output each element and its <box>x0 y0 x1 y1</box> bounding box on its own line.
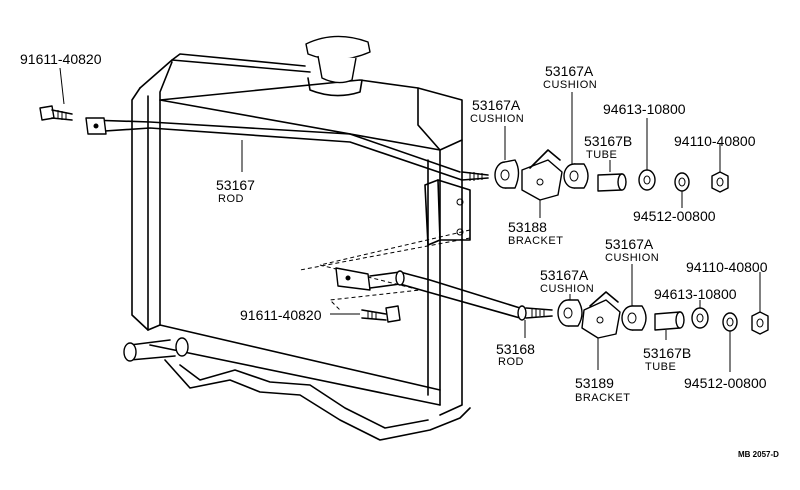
tube-bottom-number: 53167B <box>643 345 691 361</box>
washer-bottom-part <box>722 312 738 332</box>
cushion-b1-number: 53167A <box>540 267 589 283</box>
bolt-top <box>39 67 73 121</box>
bracket-bottom-number: 53189 <box>575 375 614 391</box>
bracket-top-number: 53188 <box>508 219 547 235</box>
bolt-mid-number: 91611-40820 <box>240 307 322 323</box>
bracket-top-name: BRACKET <box>508 235 563 247</box>
tube-top-number: 53167B <box>584 133 632 149</box>
washer-top-number: 94512-00800 <box>633 208 716 224</box>
washer-bottom-number: 94512-00800 <box>684 375 767 391</box>
rod-top <box>85 117 489 181</box>
rod-top-name: ROD <box>218 193 244 205</box>
nut-bottom-part <box>751 311 769 335</box>
radiator-cap <box>305 35 371 97</box>
cushion-a2-number: 53167A <box>545 63 594 79</box>
cushion-a1-name: CUSHION <box>470 113 524 125</box>
cushion-b2-name: CUSHION <box>605 252 659 264</box>
radiator <box>123 53 471 441</box>
cushion-a2-part <box>563 163 589 189</box>
bracket-top-part <box>521 149 563 201</box>
bracket-bottom-part <box>581 291 621 339</box>
rod-bottom-number: 53168 <box>496 341 535 357</box>
bracket-bottom-name: BRACKET <box>575 392 630 404</box>
cushion-a1-part <box>494 159 520 189</box>
leader-lines <box>241 92 761 372</box>
bolt-mid <box>330 305 401 323</box>
rod-bottom <box>299 229 553 321</box>
cushion-b2-part <box>621 305 647 331</box>
nut-top-number: 94110-40800 <box>674 133 756 149</box>
nut-bottom-number: 94110-40800 <box>686 259 768 275</box>
tube-bottom-part <box>654 311 685 331</box>
rod-bottom-name: ROD <box>498 356 524 368</box>
nut-top-part <box>711 171 729 193</box>
cushion-a1-number: 53167A <box>472 97 521 113</box>
tube-top-name: TUBE <box>586 149 617 161</box>
cushion-b1-part <box>557 299 583 327</box>
cushion-b2-number: 53167A <box>605 236 654 252</box>
collar-bottom-number: 94613-10800 <box>654 286 737 302</box>
collar-top-number: 94613-10800 <box>603 101 686 117</box>
washer-top-part <box>674 172 690 192</box>
tube-top-part <box>597 173 627 192</box>
cushion-b1-name: CUSHION <box>540 283 594 295</box>
rod-top-number: 53167 <box>216 177 255 193</box>
bolt-top-number: 91611-40820 <box>20 51 102 67</box>
collar-top-part <box>638 169 656 191</box>
tube-bottom-name: TUBE <box>645 361 676 373</box>
cushion-a2-name: CUSHION <box>543 79 597 91</box>
diagram-code: MB 2057-D <box>738 450 779 459</box>
collar-bottom-part <box>691 307 709 329</box>
